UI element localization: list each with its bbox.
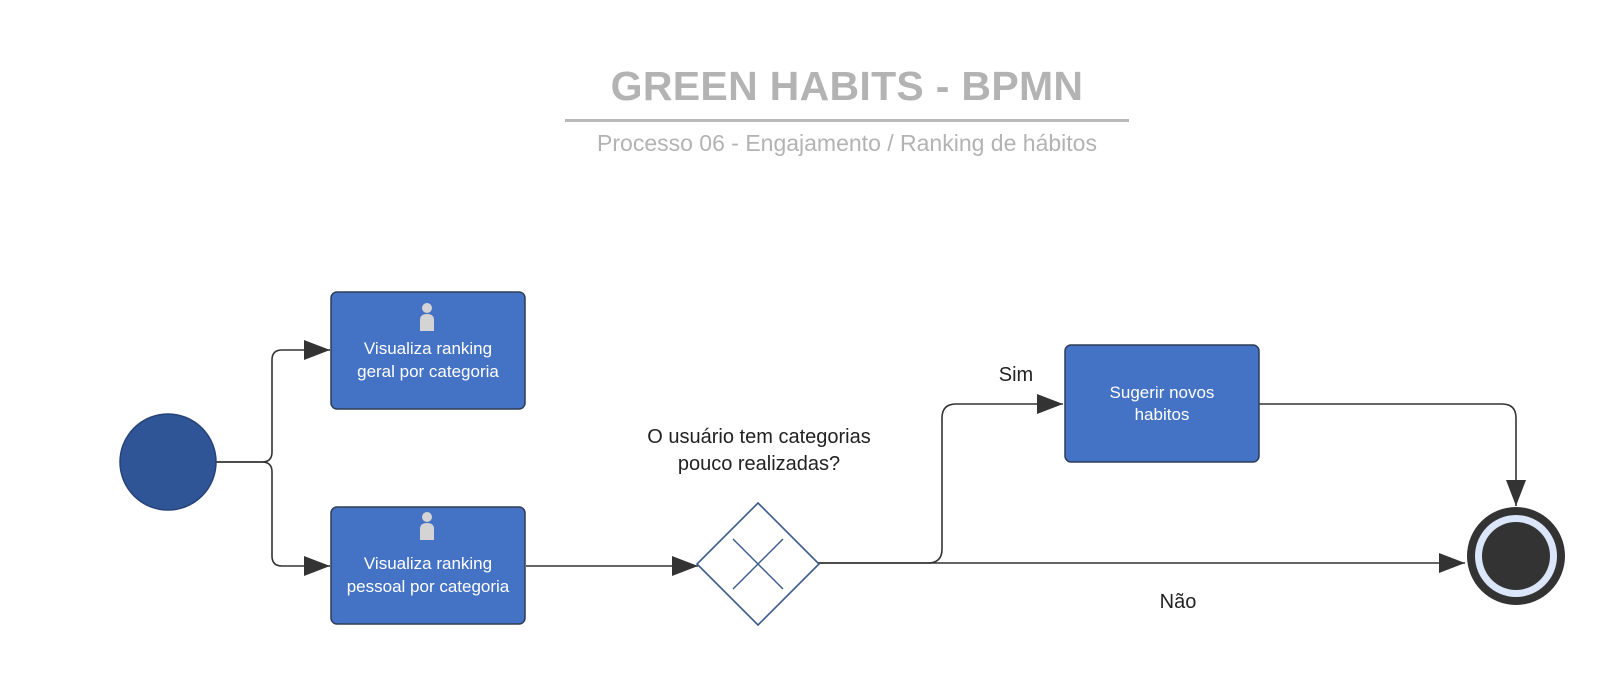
task-sugerir-line2: habitos bbox=[1135, 405, 1190, 424]
flow-label-sim: Sim bbox=[999, 364, 1033, 386]
user-icon bbox=[420, 512, 434, 540]
task-sugerir-novos-habitos[interactable]: Sugerir novos habitos bbox=[1064, 344, 1260, 463]
task-ranking-pessoal[interactable]: Visualiza ranking pessoal por categoria bbox=[330, 506, 526, 625]
title-underline bbox=[565, 119, 1129, 122]
user-icon bbox=[420, 303, 434, 331]
end-event[interactable] bbox=[1467, 507, 1565, 605]
flow-label-nao: Não bbox=[1160, 591, 1197, 613]
task-ranking-geral-line2: geral por categoria bbox=[357, 362, 499, 381]
task-ranking-geral[interactable]: Visualiza ranking geral por categoria bbox=[330, 291, 526, 410]
diagram-title: GREEN HABITS - BPMN bbox=[610, 63, 1084, 109]
sequence-flows bbox=[216, 340, 1526, 576]
exclusive-x-icon bbox=[732, 538, 784, 590]
flow-start-to-ranking-pessoal[interactable] bbox=[216, 461, 330, 576]
gateway-question-line2: pouco realizadas? bbox=[678, 453, 840, 475]
exclusive-gateway[interactable] bbox=[695, 501, 821, 627]
flow-start-to-ranking-geral[interactable] bbox=[216, 340, 330, 463]
start-event[interactable] bbox=[119, 413, 217, 511]
gateway-question-line1: O usuário tem categorias bbox=[647, 426, 870, 448]
flow-sugerir-to-end[interactable] bbox=[1259, 403, 1526, 506]
task-ranking-geral-line1: Visualiza ranking bbox=[364, 339, 492, 358]
task-ranking-pessoal-line2: pessoal por categoria bbox=[347, 577, 510, 596]
task-ranking-pessoal-line1: Visualiza ranking bbox=[364, 554, 492, 573]
diagram-subtitle: Processo 06 - Engajamento / Ranking de h… bbox=[597, 130, 1097, 156]
task-sugerir-line1: Sugerir novos bbox=[1110, 383, 1215, 402]
